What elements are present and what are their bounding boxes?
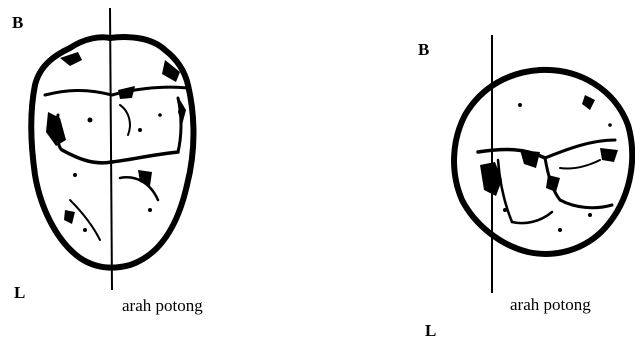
right-tooth-shading (480, 95, 618, 232)
left-label-top: B (12, 14, 23, 31)
left-label-bottom: L (14, 284, 25, 301)
right-label-top: B (418, 41, 429, 58)
left-cut-line (110, 8, 112, 290)
right-label-bottom: L (425, 322, 436, 339)
left-tooth-shading (46, 52, 186, 232)
left-caption: arah potong (122, 297, 203, 314)
right-caption: arah potong (510, 296, 591, 313)
right-tooth-outline (454, 70, 632, 254)
